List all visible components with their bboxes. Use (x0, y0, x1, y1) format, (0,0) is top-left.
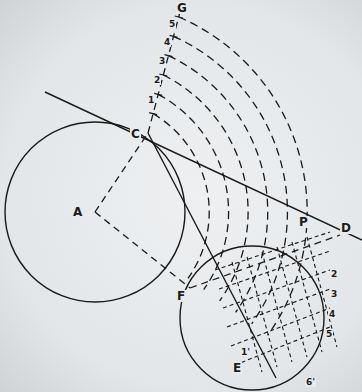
point-label: D (340, 222, 352, 234)
division-number: 2 (330, 270, 338, 279)
point-label: C (130, 128, 141, 140)
point-label: G (176, 2, 188, 14)
tick-mark (175, 16, 183, 18)
tangent-line (148, 133, 276, 378)
grid-line (231, 308, 330, 346)
construction-arc (168, 56, 267, 313)
division-number: 3 (158, 57, 166, 66)
construction-arc (153, 114, 209, 279)
tick-mark (149, 113, 157, 115)
division-number: 4 (328, 310, 336, 319)
radius-line (95, 212, 190, 288)
grid-line (262, 252, 292, 362)
radius-line (95, 133, 148, 212)
point-label: F (176, 290, 186, 302)
construction-arc (163, 75, 248, 301)
division-number: 3 (330, 290, 338, 299)
grid-line (215, 232, 330, 270)
grid-line (223, 270, 330, 308)
construction-line (148, 12, 180, 133)
tangent-line (45, 92, 362, 240)
division-number: 4 (163, 38, 171, 47)
tick-mark (154, 93, 162, 95)
division-number: 1 (147, 96, 155, 105)
construction-arc (179, 17, 308, 335)
grid-line (227, 289, 330, 327)
point-label: E (232, 362, 242, 374)
grid-line (247, 257, 277, 367)
grid-line (292, 242, 322, 352)
construction-arc (158, 94, 228, 289)
grid-line (277, 247, 307, 357)
division-number: 5 (325, 330, 333, 339)
right-circle (180, 246, 324, 390)
grid-line (219, 251, 330, 289)
division-number: 5 (168, 20, 176, 29)
grid-line (235, 327, 330, 365)
division-number: 2 (153, 76, 161, 85)
division-number: 1' (240, 348, 251, 357)
point-label: A (72, 206, 83, 218)
point-label: P (298, 216, 309, 228)
division-number: 6' (305, 378, 316, 387)
